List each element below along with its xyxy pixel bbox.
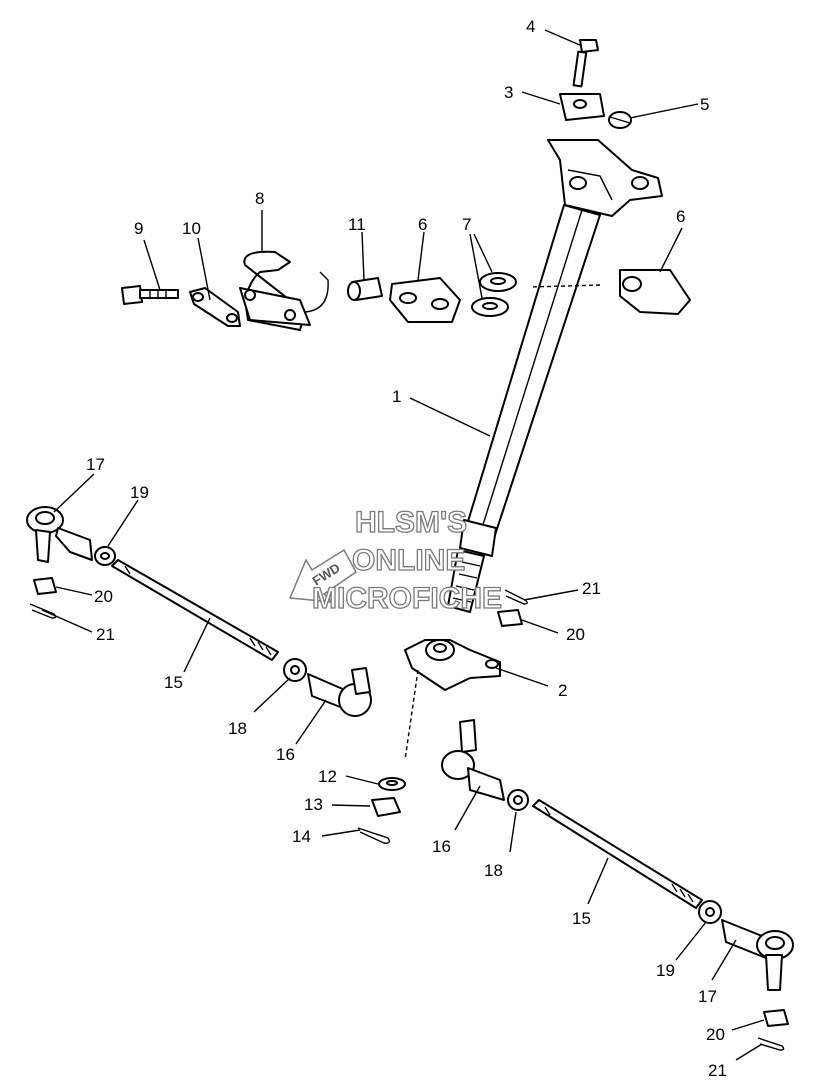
bracket-8: [239, 250, 329, 331]
callout-18-left: 18: [228, 719, 247, 738]
tie-rod-end-16-left: [307, 667, 372, 717]
lock-plate-10: [189, 287, 241, 327]
washer-12: [378, 777, 406, 791]
collar-11: [347, 277, 383, 301]
callout-4: 4: [526, 17, 535, 36]
nut-18-left: [283, 658, 307, 682]
forward-arrow: FWD: [288, 548, 357, 603]
nut-20-right: [763, 1009, 789, 1027]
bolt-4: [572, 39, 599, 88]
callout-21-left: 21: [96, 625, 115, 644]
cotter-pin-21-left: [29, 603, 57, 619]
nut-19-right: [698, 900, 722, 924]
callout-20-left: 20: [94, 587, 113, 606]
watermark-line-1: HLSM'S: [355, 506, 467, 539]
alignment-line-6: [529, 284, 601, 288]
cotter-pin-21-center: [504, 589, 528, 605]
callout-6-right: 6: [676, 207, 685, 226]
watermark-line-2: ONLINE: [352, 544, 465, 577]
callout-1: 1: [392, 387, 401, 406]
clamp-6-right: [619, 269, 691, 315]
callout-3: 3: [504, 83, 513, 102]
callout-14: 14: [292, 827, 311, 846]
callout-18-right: 18: [484, 861, 503, 880]
callout-19-right: 19: [656, 961, 675, 980]
callout-20-right: 20: [706, 1025, 725, 1044]
tie-rod-15-left: [111, 559, 279, 661]
watermark-line-3: MICROFICHE: [312, 582, 502, 615]
callout-11: 11: [348, 215, 366, 234]
callout-8: 8: [255, 189, 264, 208]
callout-17-right: 17: [698, 987, 717, 1006]
callout-15-left: 15: [164, 673, 183, 692]
alignment-line-12: [404, 669, 419, 761]
callout-15-right: 15: [572, 909, 591, 928]
nut-20-left: [33, 577, 57, 595]
callout-20-center: 20: [566, 625, 585, 644]
callout-13: 13: [304, 795, 323, 814]
callout-17-left: 17: [86, 455, 105, 474]
nut-20-center: [497, 609, 523, 627]
callout-21-center: 21: [582, 579, 601, 598]
callout-5: 5: [700, 95, 709, 114]
callout-2: 2: [558, 681, 567, 700]
leader-lines: [41, 29, 765, 1061]
callout-6-left: 6: [418, 215, 427, 234]
callout-10: 10: [182, 219, 201, 238]
callout-16-left: 16: [276, 745, 295, 764]
pitman-arm-2: [404, 639, 501, 691]
clamp-3: [559, 93, 605, 121]
callout-7: 7: [462, 215, 471, 234]
callout-9: 9: [134, 219, 143, 238]
collar-nut-5: [608, 111, 632, 129]
washers-7: [471, 272, 517, 317]
tie-rod-end-16-right: [441, 719, 505, 801]
callout-21-right: 21: [708, 1061, 727, 1080]
callout-12: 12: [318, 767, 337, 786]
tie-rod-end-17-left: [26, 506, 93, 563]
tie-rod-end-17-right: [721, 919, 794, 991]
callout-16-right: 16: [432, 837, 451, 856]
tie-rod-15-right: [532, 799, 703, 909]
bolt-9: [121, 285, 179, 305]
callout-labels: 4 3 5 8 6 9 10 11 6 7 1 17 19 20 21 21 2…: [86, 17, 727, 1080]
callout-19-left: 19: [130, 483, 149, 502]
nut-13: [371, 797, 401, 817]
nut-19-left: [94, 546, 116, 566]
cotter-pin-21-right: [757, 1037, 785, 1051]
watermark: HLSM'S ONLINE MICROFICHE: [311, 505, 502, 615]
clamp-6-left: [389, 277, 461, 323]
cotter-pin-14: [357, 827, 391, 844]
steering-column-shaft: [447, 139, 663, 613]
nut-18-right: [507, 789, 529, 811]
